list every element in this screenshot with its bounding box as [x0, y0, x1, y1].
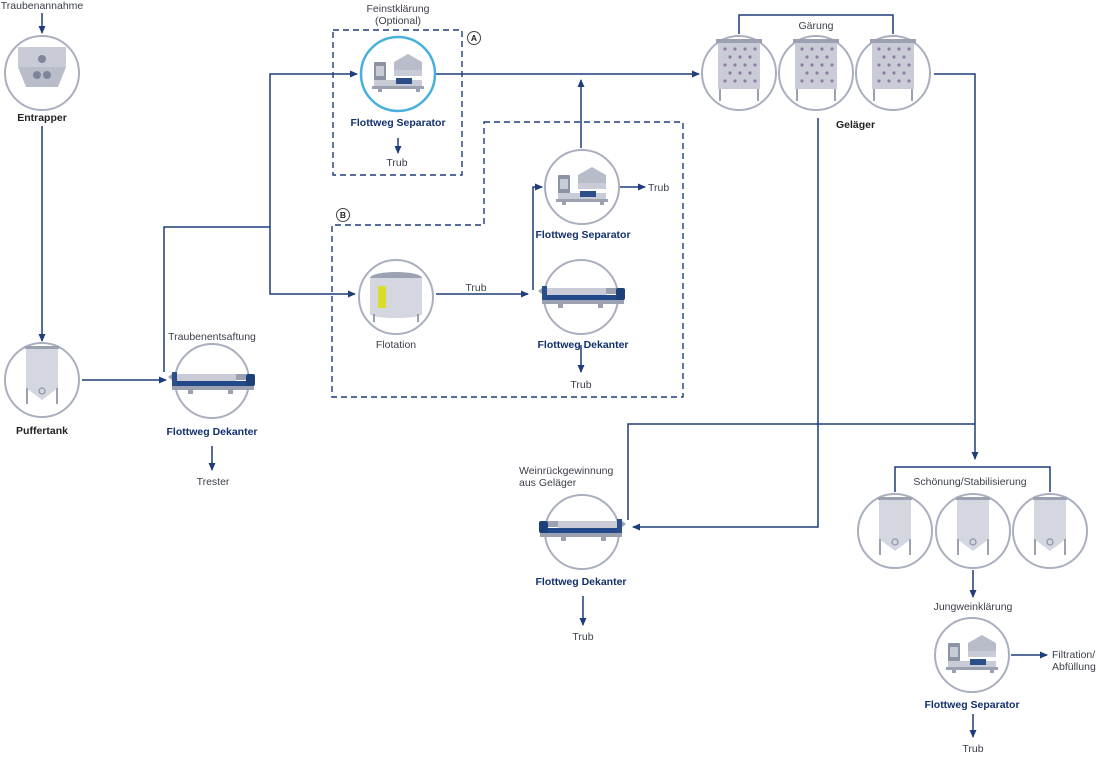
flotation-tank-icon [369, 271, 423, 323]
label-weinrueck-1: Weinrückgewinnung [519, 465, 614, 477]
label-gaerung: Gärung [798, 20, 834, 32]
separator-a-node [359, 35, 437, 113]
puffertank-node [4, 342, 80, 418]
gaerung-tank-3 [855, 35, 931, 111]
label-traubenannahme: Traubenannahme [0, 0, 84, 12]
label-traubenentsaftung: Traubenentsaftung [168, 331, 256, 343]
flotation-node [358, 259, 434, 335]
label-dekanter-1: Flottweg Dekanter [166, 426, 258, 438]
separator-b-node [544, 149, 620, 225]
flow-line-gaerung-bracket [738, 14, 894, 34]
label-weinrueck-2: aus Geläger [519, 477, 577, 489]
gaerung-tank-1 [701, 35, 777, 111]
dekanter-b-node [538, 259, 625, 335]
label-trub-dek-b: Trub [570, 379, 592, 391]
dekanter-1-node [168, 343, 255, 419]
label-gelaeger: Geläger [836, 119, 876, 131]
label-dekanter-wr: Flottweg Dekanter [535, 576, 627, 588]
label-trub-flotation: Trub [465, 282, 487, 294]
flow-line-schoenung-bracket [894, 466, 1051, 492]
label-trub-wr: Trub [572, 631, 594, 643]
label-puffertank: Puffertank [16, 425, 68, 437]
label-schoenung: Schönung/Stabilisierung [913, 476, 1027, 488]
label-dekanter-b: Flottweg Dekanter [537, 339, 629, 351]
hopper-icon [18, 47, 66, 87]
dekanter-wr-node [539, 494, 626, 570]
badge-a: A [467, 31, 481, 45]
label-jungwein: Jungweinklärung [933, 601, 1013, 613]
label-entrapper: Entrapper [17, 112, 67, 124]
schoenung-tank-2 [935, 493, 1011, 569]
label-feinstklaerung: Feinstklärung [366, 3, 430, 15]
flow-line-to-weinrueck [627, 423, 975, 520]
label-trester: Trester [196, 476, 230, 488]
schoenung-tank-1 [857, 493, 933, 569]
label-separator-a: Flottweg Separator [350, 117, 446, 129]
label-filtration-1: Filtration/ [1052, 649, 1096, 661]
flow-arrow-to-flotation [269, 227, 356, 298]
label-flotation: Flotation [375, 339, 417, 351]
feinstklaerung-box [332, 29, 463, 176]
label-filtration-2: Abfüllung [1052, 661, 1096, 673]
label-trub-sep-b: Trub [648, 182, 670, 194]
flow-arrow-gelaeger-weinrueck [632, 118, 819, 531]
flow-arrow-dekanter-separator-b [532, 183, 543, 290]
option-b-box [331, 121, 684, 398]
label-separator-b: Flottweg Separator [535, 229, 631, 241]
label-separator-jw: Flottweg Separator [924, 699, 1020, 711]
flow-line-dekanter-up [163, 226, 270, 372]
flow-lines [38, 13, 1051, 738]
badge-b: B [336, 208, 350, 222]
label-optional: (Optional) [374, 15, 422, 27]
schoenung-tank-3 [1012, 493, 1088, 569]
gaerung-tank-2 [778, 35, 854, 111]
flow-arrow-to-separator-a [269, 70, 358, 227]
label-trub-a: Trub [386, 157, 408, 169]
flow-line-gaerung-down [934, 73, 976, 426]
entrapper-node [4, 35, 80, 111]
separator-jw-node [934, 617, 1010, 693]
label-trub-jw: Trub [962, 743, 984, 755]
